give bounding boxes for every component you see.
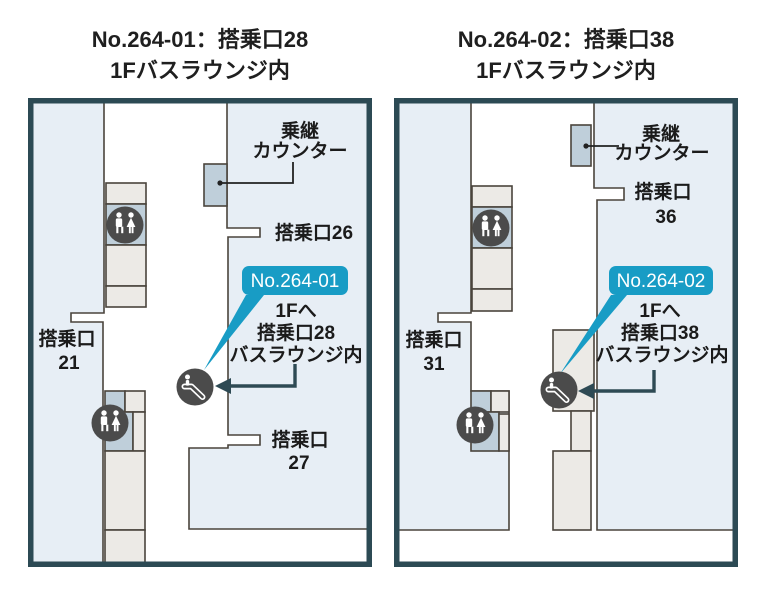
map-border [28,98,372,567]
map-title-line1: No.264-01：搭乗口28 [91,27,309,52]
gate-26-label: 搭乗口26 [275,221,353,244]
restroom-icon [472,209,510,247]
location-badge-label: No.264-02 [617,271,706,292]
transfer-counter [570,124,619,167]
gate-21-label-line2: 21 [58,353,80,374]
location-badge: No.264-01 [204,266,348,370]
map-border [394,98,738,567]
transfer-counter-label-line2: カウンター [252,140,347,162]
transfer-counter-label-line1: 乗継 [281,119,319,142]
gate-31-label-line1: 搭乗口 [405,328,462,351]
gate-21-label-line1: 搭乗口 [38,327,95,350]
info-line2: 搭乗口28 [257,321,335,344]
info-line2: 搭乗口38 [621,321,699,344]
info-line1: 1Fへ [639,301,680,322]
gate-27-label-line2: 27 [288,453,309,474]
map-title-264-01: No.264-01：搭乗口28 1Fバスラウンジ内 [28,24,372,86]
restroom-icon [106,206,144,244]
direction-arrow [215,364,297,394]
map-title-line2: 1Fバスラウンジ内 [476,58,656,83]
escalator-icon [540,371,578,409]
facility-blocks-upper [105,182,147,308]
info-line3: バスラウンジ内 [229,343,362,366]
facility-blocks-upper [471,185,513,312]
lounge-area-right [188,99,371,530]
counter-pointer-line [220,162,294,184]
restroom-icon [91,404,129,442]
map-title-264-02: No.264-02：搭乗口38 1Fバスラウンジ内 [394,24,738,86]
floor-map-264-02: 乗継 カウンター 搭乗口 36 搭乗口 31 No.264-02 1Fへ 搭乗口… [394,98,738,567]
location-badge: No.264-02 [560,266,713,374]
gate-27-label-line1: 搭乗口 [271,428,328,451]
transfer-counter-label-line2: カウンター [614,142,709,164]
direction-arrow [578,370,656,399]
escalator-icon [176,368,214,406]
gate-36-label-line2: 36 [655,207,676,228]
location-badge-label: No.264-01 [251,271,340,292]
info-line3: バスラウンジ内 [595,343,728,366]
gate-31-label-line2: 31 [423,354,445,375]
floor-map-264-01: 乗継 カウンター 搭乗口26 搭乗口 27 搭乗口 21 No.264-01 1… [28,98,372,567]
restroom-icon [456,406,494,444]
info-line1: 1Fへ [275,301,316,322]
transfer-counter-label-line1: 乗継 [642,122,680,145]
transfer-counter [203,162,294,207]
map-title-line1: No.264-02：搭乗口38 [457,27,675,52]
map-title-line2: 1Fバスラウンジ内 [110,58,290,83]
gate-36-label-line1: 搭乗口 [634,180,691,203]
